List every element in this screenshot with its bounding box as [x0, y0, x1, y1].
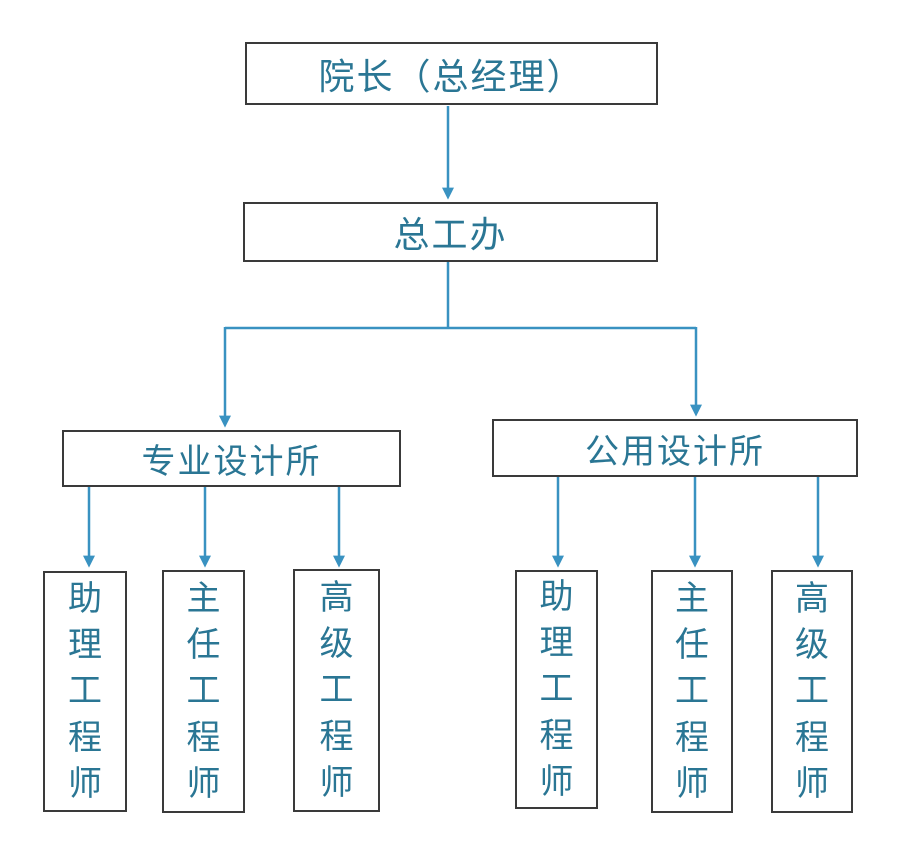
node-professional-design-branch: 专业设计所 [62, 430, 401, 487]
node-left-chief-engineer-label: 主任工程师 [186, 578, 221, 804]
node-left-senior-engineer-label: 高级工程师 [319, 577, 354, 803]
node-left-assistant-engineer: 助理工程师 [43, 571, 127, 812]
node-public-design-label: 公用设计所 [585, 431, 765, 472]
node-right-senior-engineer: 高级工程师 [771, 570, 853, 813]
node-director-label: 院长（总经理） [318, 56, 585, 98]
node-left-assistant-engineer-label: 助理工程师 [68, 578, 102, 804]
node-director: 院长（总经理） [245, 42, 658, 105]
node-right-chief-engineer-label: 主任工程师 [675, 578, 709, 804]
node-left-senior-engineer: 高级工程师 [293, 569, 380, 812]
node-professional-design-label: 专业设计所 [141, 442, 322, 482]
node-right-assistant-engineer-label: 助理工程师 [539, 576, 574, 802]
node-right-assistant-engineer: 助理工程师 [515, 570, 598, 809]
node-chief-office: 总工办 [243, 202, 658, 262]
node-chief-office-label: 总工办 [393, 215, 508, 256]
node-right-senior-engineer-label: 高级工程师 [795, 578, 829, 804]
node-left-chief-engineer: 主任工程师 [162, 570, 245, 813]
node-public-design-branch: 公用设计所 [492, 419, 858, 477]
node-right-chief-engineer: 主任工程师 [651, 570, 733, 813]
